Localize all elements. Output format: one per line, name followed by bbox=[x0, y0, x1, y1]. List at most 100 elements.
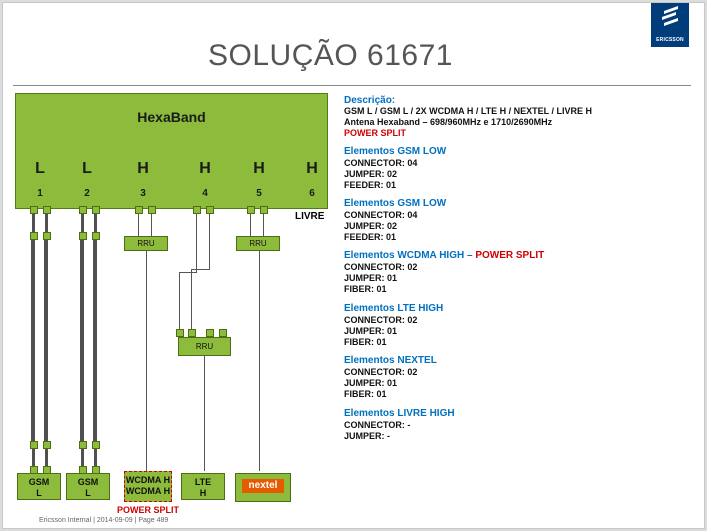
section-line: CONNECTOR: 02 bbox=[344, 367, 418, 377]
cable-connector bbox=[92, 232, 100, 240]
port-number-4: 4 bbox=[202, 188, 208, 199]
antenna-connector bbox=[260, 206, 268, 214]
ericsson-mark-icon bbox=[662, 6, 678, 26]
section-wcdma-high: Elementos WCDMA HIGH – POWER SPLIT CONNE… bbox=[344, 250, 544, 295]
feeder-cable bbox=[80, 240, 84, 441]
feeder-cable bbox=[93, 240, 97, 441]
port-type-3: H bbox=[137, 160, 149, 177]
antenna-connector bbox=[79, 206, 87, 214]
equipment-wcdma-line1: WCDMA H bbox=[125, 475, 171, 485]
feeder-cable bbox=[31, 240, 35, 441]
antenna-connector bbox=[148, 206, 156, 214]
jumper-line bbox=[191, 269, 192, 330]
port-number-1: 1 bbox=[37, 188, 43, 199]
equipment-gsm-2: GSM L bbox=[66, 473, 110, 500]
section-line: JUMPER: 01 bbox=[344, 378, 398, 388]
antenna-connector bbox=[135, 206, 143, 214]
cable-connector bbox=[30, 441, 38, 449]
section-line: JUMPER: 02 bbox=[344, 221, 398, 231]
rru-port-3: RRU bbox=[124, 236, 168, 251]
jumper-line bbox=[196, 214, 197, 273]
feeder-cable bbox=[44, 240, 48, 441]
section-line: CONNECTOR: 04 bbox=[344, 210, 418, 220]
equipment-lte-line2: H bbox=[199, 488, 207, 498]
equipment-wcdma: WCDMA H WCDMA H bbox=[124, 471, 172, 502]
section-gsm-low-2: Elementos GSM LOW CONNECTOR: 04 JUMPER: … bbox=[344, 198, 446, 243]
livre-label: LIVRE bbox=[295, 211, 325, 222]
section-line: CONNECTOR: 02 bbox=[344, 315, 418, 325]
description-block: Descrição: GSM L / GSM L / 2X WCDMA H / … bbox=[344, 95, 694, 139]
jumper-cable bbox=[94, 214, 97, 232]
cable-connector bbox=[30, 232, 38, 240]
description-line-1: GSM L / GSM L / 2X WCDMA H / LTE H / NEX… bbox=[344, 106, 593, 116]
jumper-cable bbox=[45, 214, 48, 232]
section-line: FIBER: 01 bbox=[344, 389, 387, 399]
section-title: Elementos LIVRE HIGH bbox=[344, 408, 455, 419]
port-number-3: 3 bbox=[140, 188, 146, 199]
port-type-2: L bbox=[82, 160, 92, 177]
section-title: Elementos GSM LOW bbox=[344, 198, 447, 209]
antenna-connector bbox=[206, 206, 214, 214]
section-line: JUMPER: 01 bbox=[344, 326, 398, 336]
section-line: FIBER: 01 bbox=[344, 337, 387, 347]
jumper-line bbox=[138, 214, 139, 236]
equipment-gsm-1-line2: L bbox=[36, 488, 42, 498]
jumper-cable bbox=[94, 449, 97, 467]
section-line: JUMPER: 02 bbox=[344, 169, 398, 179]
ericsson-logo-text: ERICSSON bbox=[656, 37, 684, 43]
section-title-suffix: POWER SPLIT bbox=[475, 250, 545, 261]
antenna-connector bbox=[43, 206, 51, 214]
port-type-6: H bbox=[306, 160, 318, 177]
hexaband-antenna: HexaBand L L H H H H 1 2 3 4 5 6 bbox=[15, 93, 328, 209]
section-livre-high: Elementos LIVRE HIGH CONNECTOR: - JUMPER… bbox=[344, 408, 455, 442]
description-line-3: POWER SPLIT bbox=[344, 128, 407, 138]
rru-connector bbox=[188, 329, 196, 337]
section-title: Elementos WCDMA HIGH – bbox=[344, 250, 476, 261]
title-divider bbox=[13, 85, 691, 86]
fiber-line bbox=[146, 251, 147, 471]
power-split-label: POWER SPLIT bbox=[117, 505, 180, 515]
equipment-wcdma-line2: WCDMA H bbox=[125, 486, 171, 496]
equipment-nextel: nextel bbox=[235, 473, 291, 502]
port-number-2: 2 bbox=[84, 188, 90, 199]
rru-port-5: RRU bbox=[236, 236, 280, 251]
jumper-cable bbox=[32, 449, 35, 467]
port-number-6: 6 bbox=[309, 188, 315, 199]
section-line: CONNECTOR: 04 bbox=[344, 158, 418, 168]
equipment-gsm-1-line1: GSM bbox=[28, 477, 50, 487]
jumper-line bbox=[263, 214, 264, 236]
section-line: FEEDER: 01 bbox=[344, 232, 397, 242]
slide-title: SOLUÇÃO 61671 bbox=[208, 39, 453, 72]
port-number-5: 5 bbox=[256, 188, 262, 199]
jumper-line bbox=[179, 272, 180, 330]
jumper-cable bbox=[81, 214, 84, 232]
jumper-line bbox=[250, 214, 251, 236]
jumper-line bbox=[179, 272, 197, 273]
cable-connector bbox=[79, 441, 87, 449]
antenna-connector bbox=[92, 206, 100, 214]
equipment-lte-line1: LTE bbox=[194, 477, 212, 487]
section-nextel: Elementos NEXTEL CONNECTOR: 02 JUMPER: 0… bbox=[344, 355, 437, 400]
antenna-connector bbox=[193, 206, 201, 214]
section-title-row: Elementos WCDMA HIGH – POWER SPLIT bbox=[344, 250, 544, 262]
port-type-1: L bbox=[35, 160, 45, 177]
cable-connector bbox=[79, 232, 87, 240]
fiber-line bbox=[204, 356, 205, 471]
section-line: JUMPER: - bbox=[344, 431, 391, 441]
rru-port-4: RRU bbox=[178, 337, 231, 356]
port-type-4: H bbox=[199, 160, 211, 177]
port-type-5: H bbox=[253, 160, 265, 177]
cable-connector bbox=[92, 441, 100, 449]
section-line: CONNECTOR: - bbox=[344, 420, 411, 430]
hexaband-label: HexaBand bbox=[137, 109, 206, 125]
antenna-connector bbox=[30, 206, 38, 214]
section-line: CONNECTOR: 02 bbox=[344, 262, 418, 272]
description-line-2: Antena Hexaband – 698/960MHz e 1710/2690… bbox=[344, 117, 553, 127]
ericsson-logo: ERICSSON bbox=[651, 3, 689, 47]
section-line: FIBER: 01 bbox=[344, 284, 387, 294]
jumper-cable bbox=[81, 449, 84, 467]
jumper-cable bbox=[45, 449, 48, 467]
rru-connector bbox=[206, 329, 214, 337]
jumper-cable bbox=[32, 214, 35, 232]
section-lte-high: Elementos LTE HIGH CONNECTOR: 02 JUMPER:… bbox=[344, 303, 443, 348]
